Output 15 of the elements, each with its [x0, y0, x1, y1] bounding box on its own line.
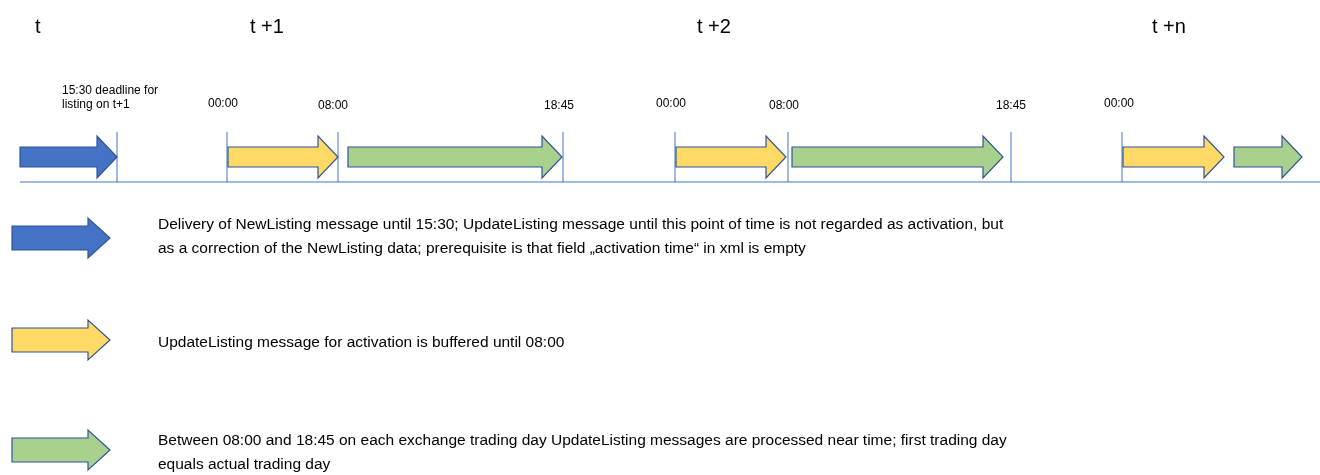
time-label: 00:00	[1104, 96, 1135, 110]
time-label: 08:00	[318, 98, 349, 112]
deadline-note: 15:30 deadline for listing on t+1	[62, 83, 160, 111]
day-label: t	[35, 15, 41, 38]
time-label: 00:00	[656, 96, 687, 110]
time-label: 18:45	[544, 98, 575, 112]
time-label: 18:45	[996, 98, 1027, 112]
day-label: t +n	[1152, 15, 1186, 38]
time-label: 08:00	[769, 98, 800, 112]
time-label: 00:00	[208, 96, 239, 110]
day-label: t +1	[250, 15, 284, 38]
day-label: t +2	[697, 15, 731, 38]
legend-text: Delivery of NewListing message until 15:30; UpdateListing message until this point of time is not regarded as activation, but as a correction of the NewListing data; prerequisite is that field „activation time“ in xml is empty	[158, 214, 1005, 258]
legend-text: UpdateListing message for activation is buffered until 08:00	[158, 332, 566, 352]
legend-text: Between 08:00 and 18:45 on each exchange trading day UpdateListing messages are processed near time; first trading day equals actual trading day	[158, 430, 1008, 474]
